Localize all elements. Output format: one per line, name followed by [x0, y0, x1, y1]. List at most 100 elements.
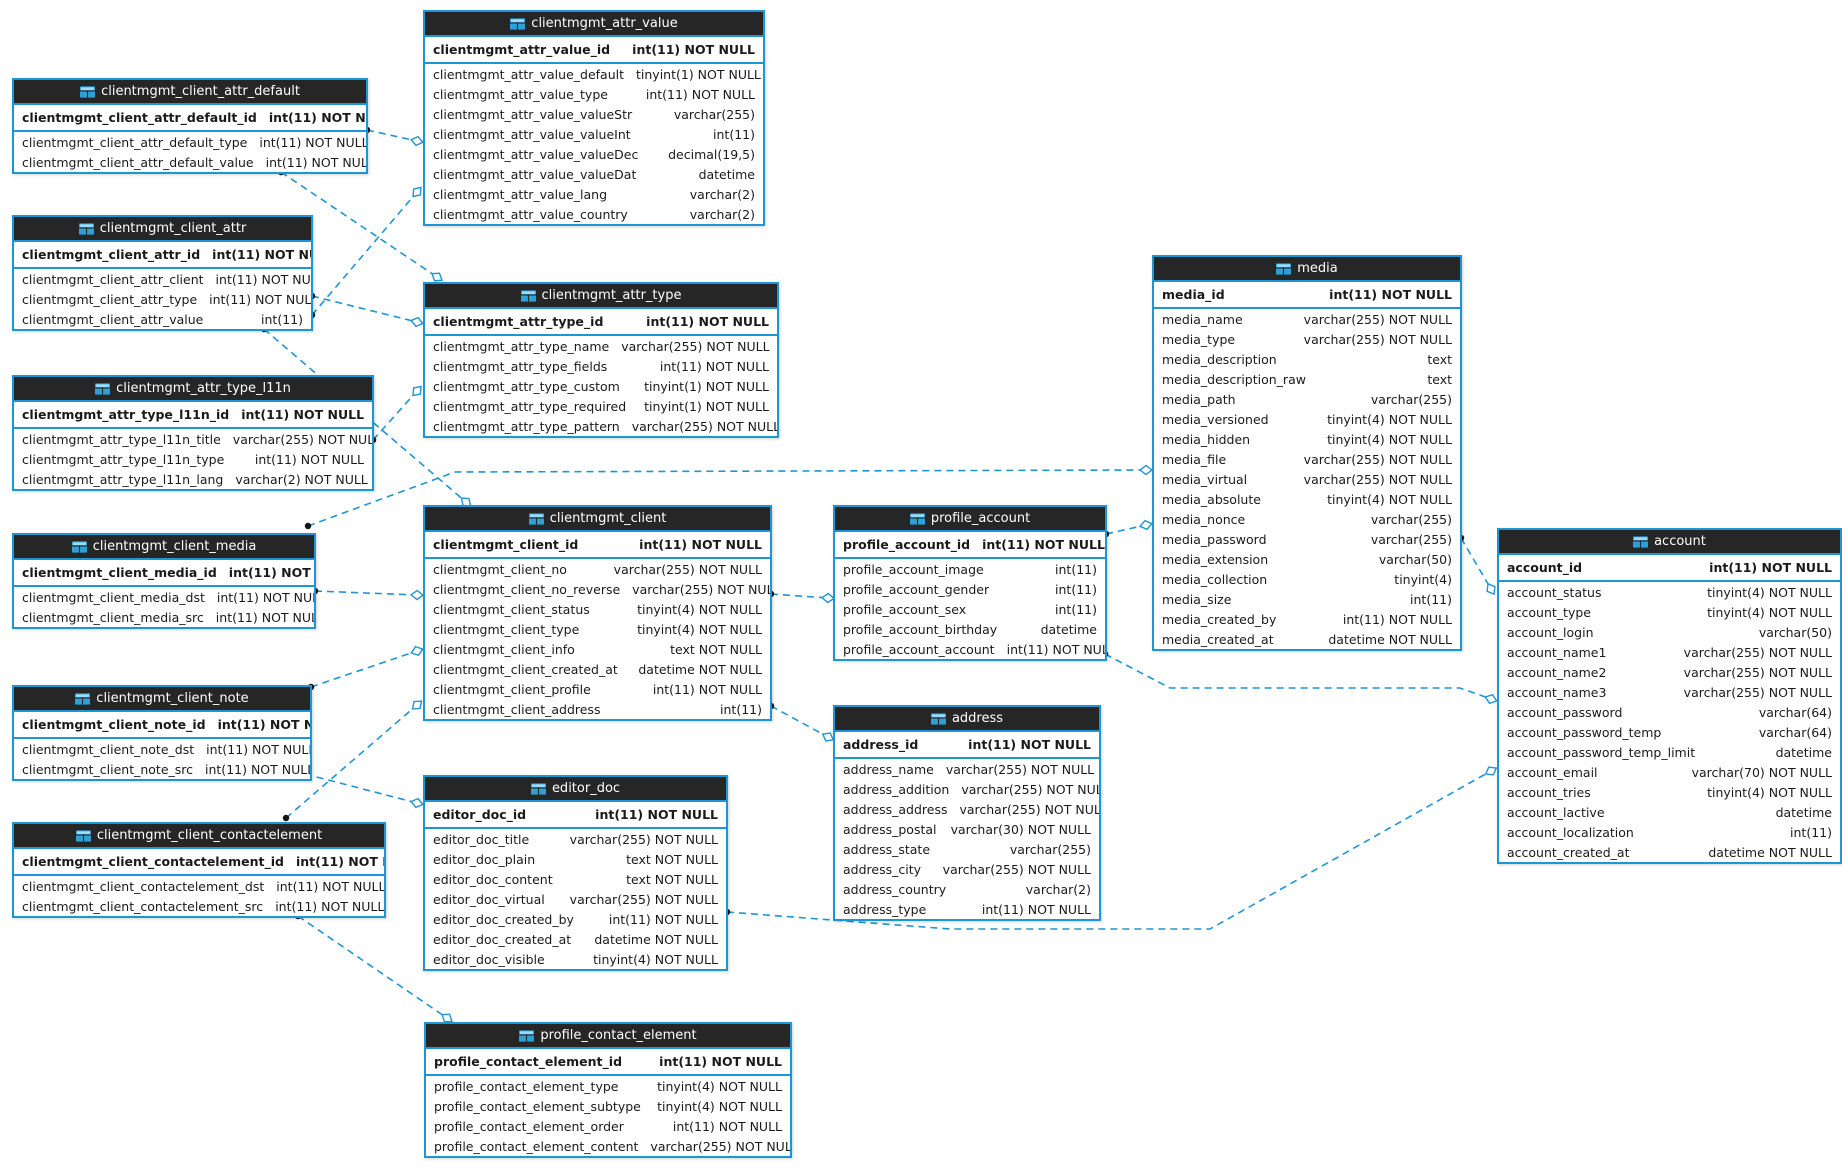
- pk-column-type: int(11) NOT NULL: [982, 537, 1105, 552]
- table-header[interactable]: address: [835, 707, 1099, 732]
- column-name: clientmgmt_attr_type_custom: [433, 378, 620, 394]
- pk-column-name: clientmgmt_client_media_id: [22, 565, 217, 580]
- table-header[interactable]: clientmgmt_attr_type_l11n: [14, 377, 372, 402]
- column-name: media_virtual: [1162, 471, 1248, 487]
- table-header[interactable]: clientmgmt_client_note: [14, 687, 310, 712]
- column-name: clientmgmt_client_status: [433, 601, 590, 617]
- column-type: varchar(255) NOT NULL: [569, 891, 718, 907]
- table-header[interactable]: clientmgmt_client_media: [14, 535, 314, 560]
- column-name: clientmgmt_attr_value_lang: [433, 186, 608, 202]
- column-type: int(11): [1055, 561, 1097, 577]
- relationship-clientmgmt_client_attr_default-to-clientmgmt_attr_value[interactable]: [366, 129, 418, 142]
- column-name: media_extension: [1162, 551, 1269, 567]
- pk-column-name: profile_contact_element_id: [434, 1054, 623, 1069]
- relationship-clientmgmt_client_attr-to-clientmgmt_attr_value[interactable]: [311, 191, 418, 316]
- table-clientmgmt_attr_value[interactable]: clientmgmt_attr_value clientmgmt_attr_val…: [423, 10, 765, 226]
- table-clientmgmt_attr_type_l11n[interactable]: clientmgmt_attr_type_l11n clientmgmt_attr…: [12, 375, 374, 491]
- column-name: account_password_temp_limit: [1507, 744, 1696, 760]
- column-name: account_created_at: [1507, 844, 1630, 860]
- relationship-media-to-account[interactable]: [1460, 537, 1492, 590]
- table-header[interactable]: account: [1499, 530, 1840, 555]
- relationship-clientmgmt_client_note-to-clientmgmt_client[interactable]: [310, 650, 418, 688]
- table-header[interactable]: clientmgmt_client_attr_default: [14, 80, 366, 105]
- column-name: media_file: [1162, 451, 1227, 467]
- table-title: address: [951, 711, 1004, 726]
- table-clientmgmt_client_attr[interactable]: clientmgmt_client_attr clientmgmt_client_…: [12, 215, 313, 331]
- column-name: clientmgmt_client_info: [433, 641, 575, 657]
- column-name: profile_account_account: [843, 641, 995, 657]
- column-type: datetime NOT NULL: [638, 661, 762, 677]
- table-profile_contact_element[interactable]: profile_contact_element profile_contact_e…: [424, 1022, 792, 1158]
- pk-column-name: clientmgmt_client_contactelement_id: [22, 854, 284, 869]
- table-header[interactable]: clientmgmt_attr_type: [425, 284, 777, 309]
- relationship-clientmgmt_client-to-address[interactable]: [770, 705, 829, 738]
- column-type: varchar(255) NOT NULL: [1303, 471, 1452, 487]
- column-type: varchar(2) NOT NULL: [235, 471, 368, 487]
- pk-column-type: int(11) NOT NULL: [1329, 287, 1452, 302]
- column-type: tinyint(4) NOT NULL: [657, 1078, 782, 1094]
- table-clientmgmt_attr_type[interactable]: clientmgmt_attr_type clientmgmt_attr_type…: [423, 282, 779, 438]
- table-header[interactable]: clientmgmt_client_attr: [14, 217, 311, 242]
- column-name: account_type: [1507, 604, 1591, 620]
- column-type: varchar(255) NOT NULL: [1683, 664, 1832, 680]
- relationship-clientmgmt_client_attr-to-clientmgmt_attr_type[interactable]: [311, 295, 418, 323]
- relationship-clientmgmt_client-to-profile_account[interactable]: [770, 593, 829, 599]
- relationship-clientmgmt_attr_type_l11n-to-clientmgmt_attr_type[interactable]: [372, 390, 418, 441]
- table-header[interactable]: editor_doc: [425, 777, 726, 802]
- column-type: int(11) NOT NULL: [259, 134, 366, 150]
- relationship-clientmgmt_client_media-to-media[interactable]: [307, 469, 1147, 527]
- column-name: address_postal: [843, 821, 937, 837]
- table-icon: [71, 540, 87, 553]
- relationship-target-diamond: [1484, 693, 1498, 705]
- table-header[interactable]: clientmgmt_client: [425, 507, 770, 532]
- table-header[interactable]: media: [1154, 257, 1460, 282]
- relationship-profile_account-to-account[interactable]: [1104, 653, 1492, 700]
- pk-column-type: int(11) NOT NULL: [1709, 560, 1832, 575]
- pk-column-name: clientmgmt_client_id: [433, 537, 579, 552]
- table-clientmgmt_client_media[interactable]: clientmgmt_client_media clientmgmt_client…: [12, 533, 316, 629]
- column-name: clientmgmt_attr_type_l11n_type: [22, 451, 225, 467]
- table-header[interactable]: profile_account: [835, 507, 1105, 532]
- relationship-clientmgmt_client_contactelement-to-profile_contact_element[interactable]: [297, 915, 448, 1019]
- relationship-profile_account-to-media[interactable]: [1105, 524, 1147, 535]
- table-clientmgmt_client_contactelement[interactable]: clientmgmt_client_contactelement clientmg…: [12, 822, 386, 918]
- table-header[interactable]: clientmgmt_client_contactelement: [14, 824, 384, 849]
- relationship-clientmgmt_client_contactelement-to-clientmgmt_client[interactable]: [285, 704, 418, 819]
- table-title: editor_doc: [551, 781, 621, 796]
- relationship-clientmgmt_client_media-to-clientmgmt_client[interactable]: [314, 590, 418, 596]
- relationship-clientmgmt_client_note-to-editor_doc[interactable]: [304, 773, 418, 804]
- relationship-clientmgmt_client_attr_default-to-clientmgmt_attr_type[interactable]: [280, 171, 438, 278]
- table-header[interactable]: clientmgmt_attr_value: [425, 12, 763, 37]
- pk-column-name: clientmgmt_client_attr_id: [22, 247, 201, 262]
- table-header[interactable]: profile_contact_element: [426, 1024, 790, 1049]
- relationship-target-diamond: [412, 186, 422, 198]
- column-name: address_addition: [843, 781, 950, 797]
- column-type: datetime NOT NULL: [1328, 631, 1452, 647]
- table-title: clientmgmt_client_note: [96, 691, 249, 706]
- table-title: media: [1297, 261, 1338, 276]
- column-type: tinyint(4) NOT NULL: [1707, 784, 1832, 800]
- column-name: address_country: [843, 881, 947, 897]
